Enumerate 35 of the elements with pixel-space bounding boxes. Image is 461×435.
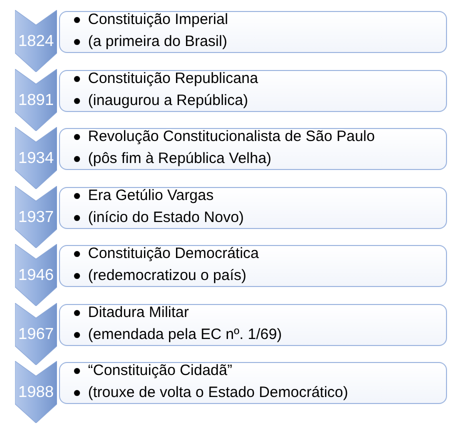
year-label: 1891 bbox=[18, 92, 54, 110]
event-title: Revolução Constitucionalista de São Paulo bbox=[88, 127, 375, 146]
event-title: “Constituição Cidadã” bbox=[88, 361, 232, 380]
event-title: Constituição Democrática bbox=[88, 244, 259, 263]
year-label: 1946 bbox=[18, 267, 54, 285]
year-label: 1824 bbox=[18, 33, 54, 51]
year-tag bbox=[15, 10, 57, 72]
event-title: Ditadura Militar bbox=[88, 302, 189, 322]
event-note: (emendada pela EC nº. 1/69) bbox=[88, 324, 282, 344]
year-tag bbox=[15, 186, 57, 248]
event-box bbox=[59, 128, 447, 170]
event-note: (a primeira do Brasil) bbox=[88, 32, 228, 51]
event-note: (início do Estado Novo) bbox=[88, 208, 244, 226]
event-box bbox=[59, 245, 447, 287]
year-label: 1934 bbox=[18, 150, 54, 168]
event-title: Constituição Republicana bbox=[88, 68, 258, 88]
year-tag bbox=[15, 127, 57, 189]
year-label: 1937 bbox=[18, 208, 54, 226]
event-note: (inaugurou a República) bbox=[88, 90, 248, 110]
event-box bbox=[59, 304, 447, 346]
year-label: 1967 bbox=[18, 326, 54, 344]
year-tag bbox=[15, 68, 57, 130]
event-box bbox=[59, 70, 447, 112]
event-box bbox=[59, 362, 447, 404]
year-tag bbox=[15, 361, 57, 423]
year-tag bbox=[15, 302, 57, 364]
year-label: 1988 bbox=[18, 384, 54, 402]
event-title: Constituição Imperial bbox=[88, 10, 228, 29]
event-box bbox=[59, 11, 447, 53]
event-box bbox=[59, 186, 447, 228]
event-note: (pôs fim à República Velha) bbox=[88, 149, 272, 168]
year-tag bbox=[15, 244, 57, 306]
event-title: Era Getúlio Vargas bbox=[88, 186, 214, 204]
event-note: (redemocratizou o país) bbox=[88, 266, 246, 285]
event-note: (trouxe de volta o Estado Democrático) bbox=[88, 383, 348, 402]
